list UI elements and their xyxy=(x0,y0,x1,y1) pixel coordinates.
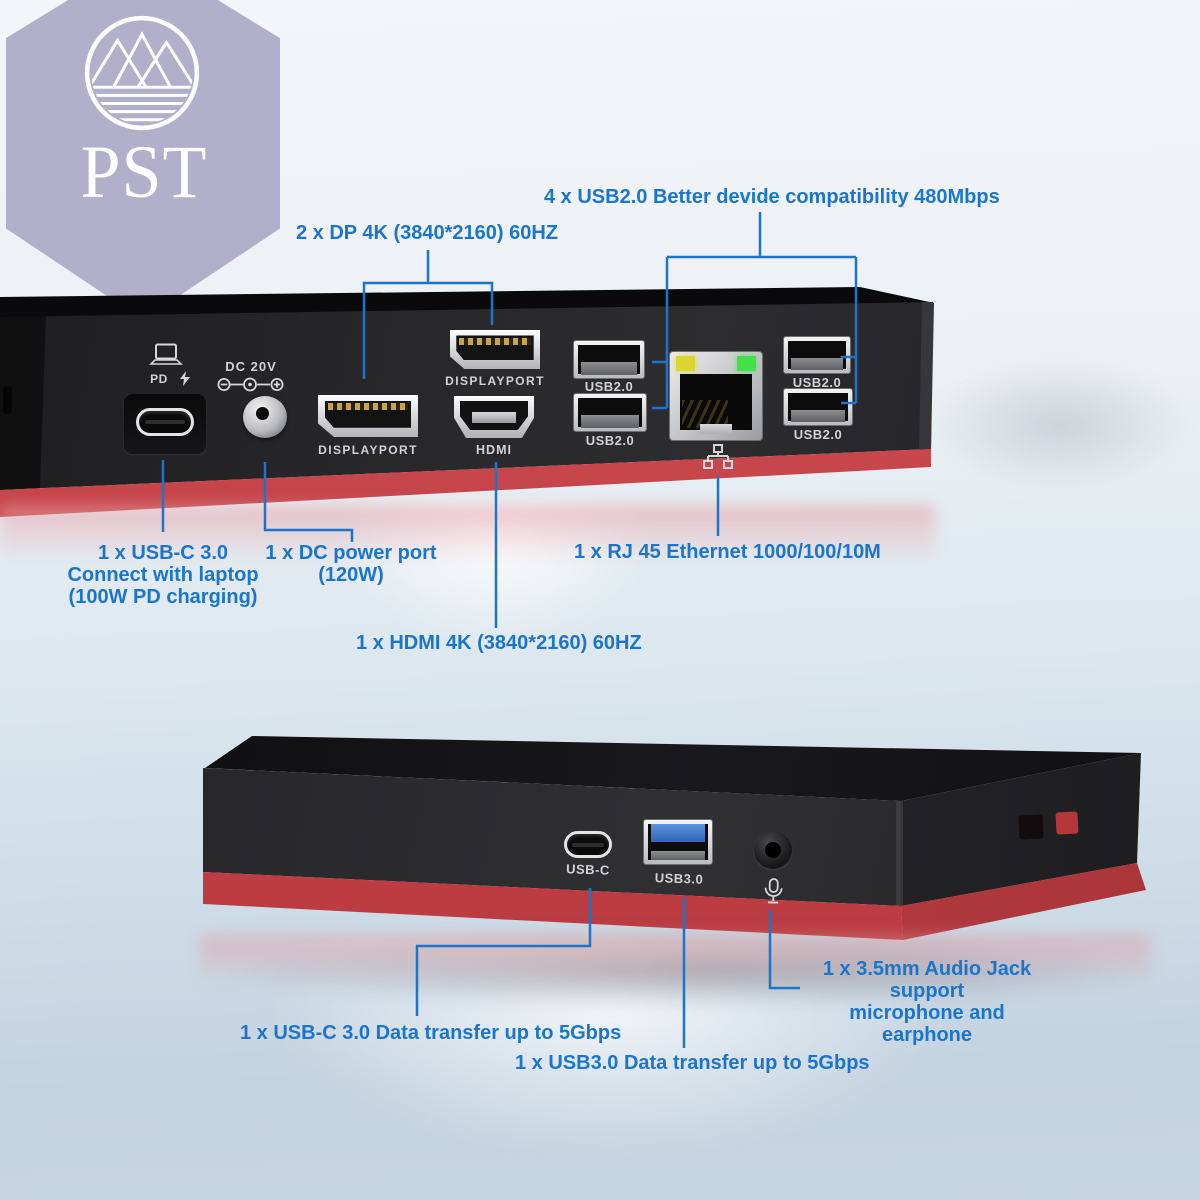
rj45-led-green xyxy=(737,356,756,371)
rj45-bottom-bezel xyxy=(700,424,732,434)
annotation-audio: 1 x 3.5mm Audio Jack support microphone … xyxy=(806,958,1048,1046)
displayport-2 xyxy=(450,330,540,369)
annotation-usbc-front: 1 x USB-C 3.0 Data transfer up to 5Gbps xyxy=(240,1022,622,1044)
usb3-port xyxy=(644,820,712,864)
dock-front-red-reflection xyxy=(200,935,1150,987)
callout-line-dp xyxy=(362,250,494,379)
dc-voltage-label: DC 20V xyxy=(225,359,277,374)
annotation-usbc-rear-line2: Connect with laptop xyxy=(67,564,259,586)
lightning-bolt-icon xyxy=(180,371,190,386)
annotation-audio-line2: microphone and earphone xyxy=(849,1002,1005,1046)
displayport-2-label: DISPLAYPORT xyxy=(445,374,545,388)
usb2-label-1: USB2.0 xyxy=(584,379,634,394)
annotation-audio-line1: 1 x 3.5mm Audio Jack support xyxy=(822,958,1032,1002)
displayport-1-label: DISPLAYPORT xyxy=(318,443,418,457)
usb2-port-1 xyxy=(574,341,644,378)
dock-rear-side-slot xyxy=(3,386,12,414)
brand-logo-text: PST xyxy=(80,130,208,214)
displayport-1 xyxy=(318,395,418,437)
usbc-front-port xyxy=(564,831,612,858)
usb2-port-4 xyxy=(784,389,852,425)
shadow-right-of-upper-device xyxy=(930,360,1190,490)
dc-polarity-icon xyxy=(217,377,284,392)
annotation-dc-line2: (120W) xyxy=(318,564,384,586)
ethernet-icon xyxy=(703,444,733,469)
callout-line-usb2 xyxy=(652,212,858,410)
brand-logo-mountain-icon xyxy=(84,15,200,131)
audio-jack-hole xyxy=(765,842,781,858)
usb2-port-2 xyxy=(574,394,646,431)
annotation-usbc-rear: 1 x USB-C 3.0 Connect with laptop (100W … xyxy=(56,542,270,608)
hdmi-label: HDMI xyxy=(476,443,512,457)
usb2-port-3 xyxy=(784,337,850,373)
usb2-label-3: USB2.0 xyxy=(792,375,842,390)
callout-line-audio xyxy=(768,910,800,990)
usb2-label-2: USB2.0 xyxy=(585,433,635,448)
laptop-pd-icon xyxy=(149,343,183,365)
annotation-usb2: 4 x USB2.0 Better devide compatibility 4… xyxy=(544,186,1000,208)
microphone-icon xyxy=(764,878,783,904)
callout-line-usbc-front xyxy=(415,888,592,1016)
callout-line-dc xyxy=(263,462,354,542)
annotation-hdmi: 1 x HDMI 4K (3840*2160) 60HZ xyxy=(356,632,642,654)
annotation-usb3-front: 1 x USB3.0 Data transfer up to 5Gbps xyxy=(515,1052,870,1074)
hdmi-port xyxy=(454,396,534,438)
rj45-led-yellow xyxy=(676,356,695,371)
annotation-dp: 2 x DP 4K (3840*2160) 60HZ xyxy=(296,222,559,244)
pd-label: PD xyxy=(150,372,168,386)
annotation-rj45: 1 x RJ 45 Ethernet 1000/100/10M xyxy=(574,541,881,563)
dock-rear-red-reflection xyxy=(0,505,935,563)
usbc-host-port xyxy=(136,408,194,436)
usb2-label-4: USB2.0 xyxy=(793,427,843,442)
annotation-dc: 1 x DC power port (120W) xyxy=(260,542,442,586)
annotation-usbc-rear-line1: 1 x USB-C 3.0 xyxy=(97,542,229,564)
annotation-dc-line1: 1 x DC power port xyxy=(265,542,437,564)
dc-jack-hole xyxy=(256,407,269,420)
rj45-pins xyxy=(682,400,728,428)
annotation-usbc-rear-line3: (100W PD charging) xyxy=(68,586,258,608)
